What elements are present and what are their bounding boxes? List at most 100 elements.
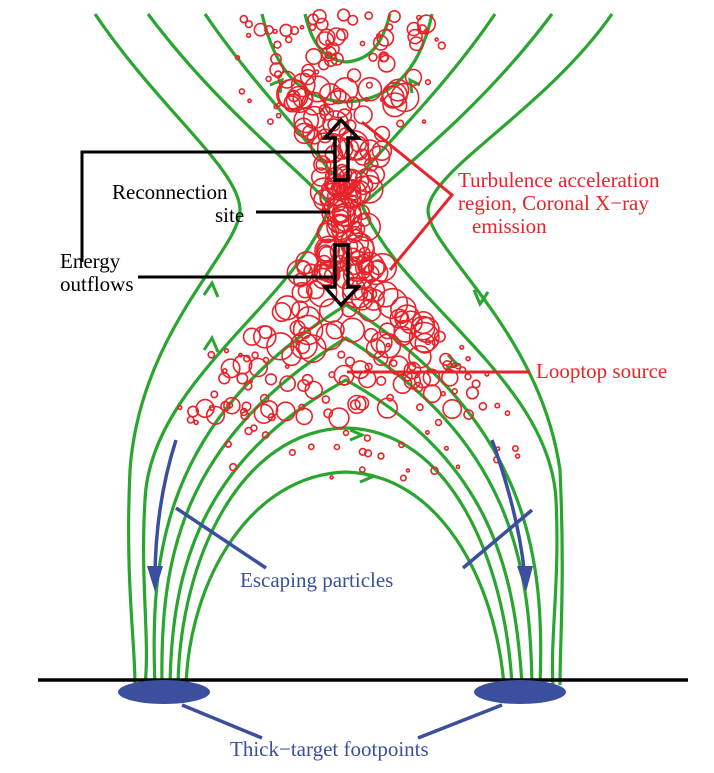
- turbulence-bubble: [382, 92, 408, 118]
- scattered-particle: [223, 348, 230, 354]
- looptop-bubble: [390, 296, 417, 323]
- looptop-bubble: [364, 362, 373, 371]
- red-leaders: [347, 120, 530, 374]
- turbulence-bubble: [292, 87, 314, 109]
- reconnection-label-line-2: site: [215, 203, 244, 227]
- looptop-bubble: [318, 246, 336, 264]
- looptop-bubble: [260, 400, 279, 419]
- turbulence-bubble: [335, 28, 349, 41]
- turbulence-bubble: [315, 31, 335, 50]
- scattered-particle: [298, 403, 306, 411]
- looptop-bubble: [408, 344, 432, 369]
- turbulence-bubble: [310, 167, 331, 187]
- turbulence-bubble: [408, 36, 424, 52]
- scattered-particle: [239, 14, 249, 24]
- looptop-bubble: [353, 286, 369, 301]
- looptop-bubble: [210, 390, 219, 399]
- scattered-particle: [261, 431, 270, 439]
- field-line-arc-5: [184, 470, 506, 686]
- turbulence-bubble: [332, 77, 359, 103]
- looptop-bubble: [410, 315, 436, 341]
- scattered-particle: [451, 387, 459, 395]
- scattered-particle: [265, 75, 272, 83]
- looptop-bubble: [388, 355, 409, 376]
- scattered-particle: [288, 448, 297, 457]
- scattered-particle: [396, 119, 405, 128]
- footpoint-right: [474, 680, 566, 704]
- scattered-particle: [238, 88, 246, 95]
- escape-arrowhead-right: [517, 566, 533, 592]
- turbulence-bubble: [312, 8, 327, 24]
- scattered-particle: [222, 367, 228, 374]
- scattered-particle: [247, 98, 252, 104]
- looptop-bubble: [281, 345, 302, 367]
- looptop-bubble: [478, 401, 488, 411]
- looptop-bubble: [315, 238, 345, 268]
- turbulence-leader: [361, 120, 455, 271]
- looptop-bubble: [243, 381, 253, 391]
- turbulence-bubble: [318, 28, 336, 47]
- field-arrow-2: [202, 334, 220, 353]
- scattered-particle: [377, 452, 385, 460]
- turbulence-bubble: [387, 10, 401, 23]
- looptop-bubble: [240, 411, 250, 421]
- looptop-bubble: [408, 321, 440, 353]
- looptop-bubble: [347, 394, 367, 415]
- field-arrow-8: [359, 470, 376, 484]
- turbulence-label-line-2: region, Coronal X−ray: [458, 191, 649, 215]
- escape-arrow-right: [490, 439, 527, 581]
- looptop-bubble: [465, 386, 480, 400]
- turbulence-bubble: [270, 53, 282, 65]
- labels: Turbulence acceleration region, Coronal …: [60, 168, 667, 761]
- looptop-bubble: [414, 332, 436, 354]
- turbulence-bubble: [346, 68, 362, 83]
- looptop-bubble: [220, 358, 241, 379]
- turbulence-bubble: [317, 220, 340, 242]
- turbulence-bubble: [371, 140, 393, 161]
- looptop-bubble: [321, 395, 331, 404]
- looptop-bubble: [337, 238, 366, 266]
- scattered-particle: [455, 464, 461, 470]
- looptop-bubble: [370, 331, 393, 354]
- looptop-bubble: [412, 381, 424, 393]
- looptop-bubble: [323, 408, 334, 419]
- turbulence-bubble: [407, 28, 423, 45]
- scattered-particle: [226, 401, 234, 409]
- turbulence-bubble: [299, 68, 317, 86]
- looptop-bubble: [367, 252, 397, 282]
- looptop-bubble: [289, 319, 306, 337]
- footpoints: [118, 680, 566, 740]
- turbulence-bubble: [338, 127, 352, 141]
- looptop-bubble: [296, 260, 312, 276]
- looptop-bubble: [297, 378, 311, 392]
- looptop-bubble: [365, 338, 387, 359]
- looptop-bubble: [223, 396, 241, 415]
- magnetic-field-lines: [93, 13, 614, 686]
- turbulence-bubble: [301, 91, 326, 116]
- turbulence-bubble: [330, 137, 354, 160]
- scattered-particle: [284, 364, 290, 370]
- field-arrow-4: [472, 289, 490, 308]
- looptop-bubble: [440, 368, 459, 387]
- turbulence-bubble: [253, 22, 268, 37]
- scattered-particle: [363, 434, 372, 442]
- looptop-bubble: [318, 298, 344, 324]
- turbulence-bubble: [354, 204, 370, 220]
- scattered-particle: [295, 340, 301, 346]
- scattered-particle: [408, 362, 417, 371]
- turbulence-bubble: [337, 8, 351, 22]
- looptop-bubble: [376, 397, 399, 419]
- looptop-bubble: [376, 375, 387, 387]
- looptop-bubble: [422, 384, 442, 404]
- turbulence-bubble: [327, 118, 341, 132]
- looptop-bubble: [372, 281, 399, 308]
- turbulence-bubble: [378, 51, 390, 63]
- scattered-particle: [262, 356, 270, 364]
- scattered-particle: [494, 402, 501, 409]
- scattered-particle: [308, 23, 317, 31]
- scattered-particle: [398, 441, 405, 449]
- scattered-particle: [266, 118, 274, 125]
- scattered-particle: [275, 112, 282, 119]
